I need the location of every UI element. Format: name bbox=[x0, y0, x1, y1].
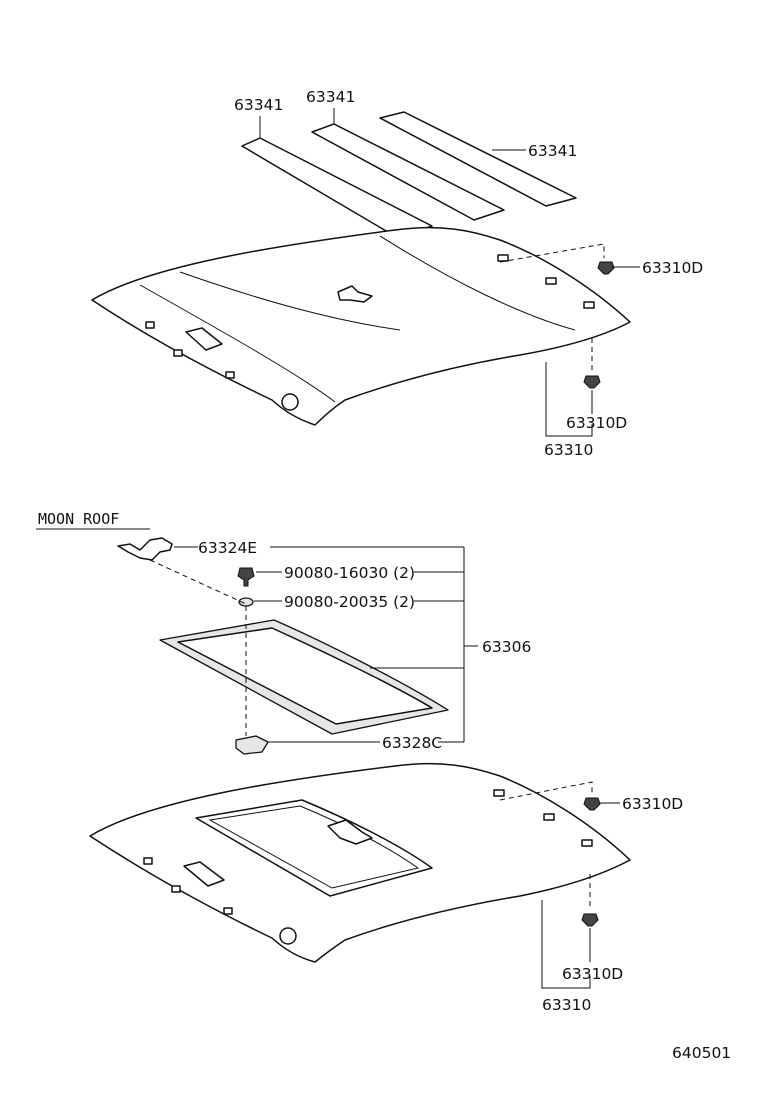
dome-lamp-hole-moon-roof bbox=[327, 819, 373, 845]
label-moon-clip-top: 63310D bbox=[622, 795, 683, 813]
label-holder: 63328C bbox=[382, 734, 442, 752]
label-pad-2: 63341 bbox=[306, 88, 355, 106]
roof-crease-1 bbox=[139, 284, 336, 403]
slot-upper-2 bbox=[173, 349, 183, 357]
label-moon-headlining: 63310 bbox=[542, 996, 591, 1014]
roof-crease-2 bbox=[379, 235, 576, 331]
dashed-leader-bracket bbox=[149, 559, 247, 605]
diagram-id: 640501 bbox=[672, 1044, 731, 1062]
roof-pad-1 bbox=[241, 137, 433, 239]
moon-roof-group: MOON ROOF 63324E 90080-16030 (2) 90080-2… bbox=[36, 510, 683, 1014]
clip-icon-moon-top bbox=[583, 797, 601, 811]
label-clip-upper-top: 63310D bbox=[642, 259, 703, 277]
screw-icon bbox=[237, 567, 255, 587]
moon-roof-heading: MOON ROOF bbox=[38, 510, 119, 528]
clip-icon-upper-top bbox=[597, 261, 615, 275]
label-nut: 90080-20035 (2) bbox=[284, 593, 415, 611]
label-screw: 90080-16030 (2) bbox=[284, 564, 415, 582]
assist-grip-hole-moon-roof bbox=[279, 927, 297, 945]
label-moon-clip-bottom: 63310D bbox=[562, 965, 623, 983]
label-garnish-assy: 63306 bbox=[482, 638, 531, 656]
sunroof-opening bbox=[195, 799, 433, 897]
roof-pad-2 bbox=[311, 123, 505, 221]
slot-moon-1 bbox=[143, 857, 153, 865]
clip-icon-upper-bottom bbox=[583, 375, 601, 389]
label-clip-upper-bottom: 63310D bbox=[566, 414, 627, 432]
slot-upper-4 bbox=[497, 254, 509, 262]
label-pad-3: 63341 bbox=[528, 142, 577, 160]
dashed-leader-moon-top bbox=[499, 781, 593, 801]
slot-upper-5 bbox=[545, 277, 557, 285]
sunvisor-recess-upper bbox=[185, 327, 223, 351]
label-headlining-upper: 63310 bbox=[544, 441, 593, 459]
moon-roof-garnish-opening bbox=[177, 627, 433, 725]
leader-moon-headlining bbox=[541, 900, 591, 989]
sunvisor-recess-moon-roof bbox=[183, 861, 225, 887]
roof-crease-3 bbox=[179, 271, 401, 331]
slot-upper-3 bbox=[225, 371, 235, 379]
label-bracket: 63324E bbox=[198, 539, 257, 557]
holder-part-icon bbox=[235, 735, 269, 755]
clip-icon-moon-bottom bbox=[581, 913, 599, 927]
slot-moon-3 bbox=[223, 907, 233, 915]
slot-moon-2 bbox=[171, 885, 181, 893]
roof-headlining-upper bbox=[91, 226, 631, 426]
upper-headlining-group: 63341 63341 63341 63310D 63310D 63310 bbox=[91, 88, 703, 459]
slot-moon-6 bbox=[581, 839, 593, 847]
slot-upper-6 bbox=[583, 301, 595, 309]
leader-headlining-upper bbox=[545, 362, 593, 437]
slot-moon-4 bbox=[493, 789, 505, 797]
bracket-part-icon bbox=[117, 537, 173, 561]
assist-grip-hole-upper bbox=[281, 393, 299, 411]
slot-upper-1 bbox=[145, 321, 155, 329]
roof-pad-3 bbox=[379, 111, 577, 207]
slot-moon-5 bbox=[543, 813, 555, 821]
dome-lamp-hole-upper bbox=[337, 285, 373, 303]
label-pad-1: 63341 bbox=[234, 96, 283, 114]
